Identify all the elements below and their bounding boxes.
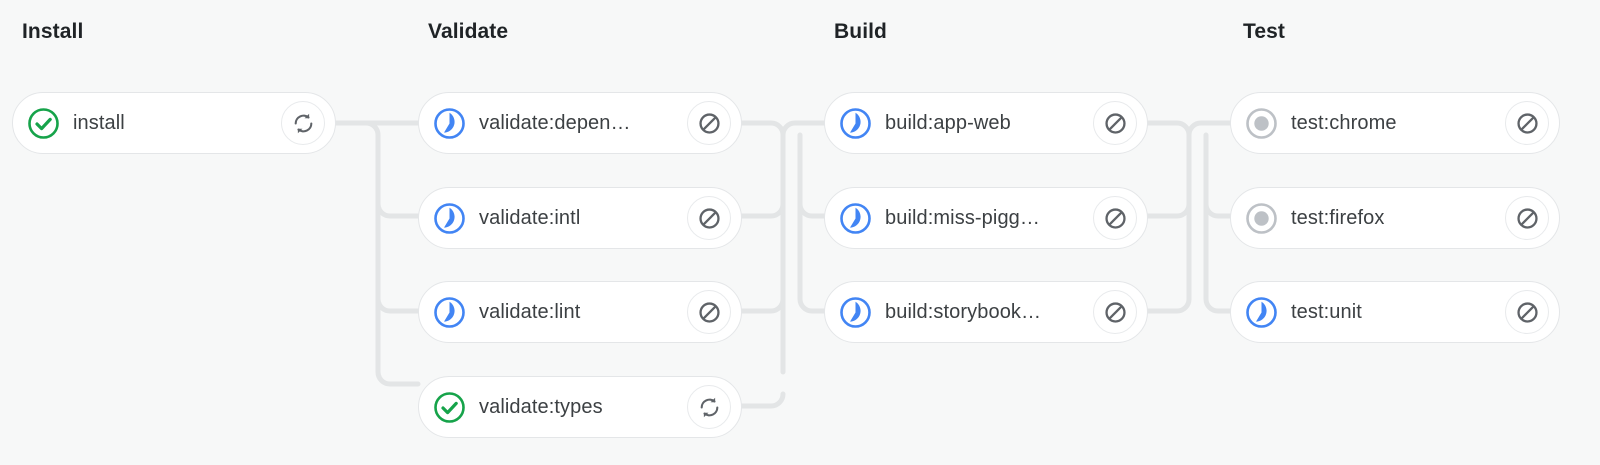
- cancel-button[interactable]: [1093, 101, 1137, 145]
- block-icon: [1104, 207, 1126, 229]
- block-icon: [1104, 112, 1126, 134]
- pipeline-node-validate-dependencies[interactable]: validate:depen…: [418, 92, 742, 154]
- cancel-button[interactable]: [1505, 196, 1549, 240]
- restart-button[interactable]: [687, 385, 731, 429]
- pipeline-node-validate-intl[interactable]: validate:intl: [418, 187, 742, 249]
- block-icon: [698, 301, 720, 323]
- progress-pie-icon: [839, 202, 872, 235]
- refresh-icon: [294, 113, 312, 133]
- pipeline-node-label: validate:lint: [479, 300, 581, 323]
- cancel-button[interactable]: [1505, 290, 1549, 334]
- progress-pie-icon: [839, 107, 872, 140]
- pipeline-node-build-miss-piggy[interactable]: build:miss-pigg…: [824, 187, 1148, 249]
- pipeline-node-label: install: [73, 111, 125, 134]
- column-header-validate: Validate: [428, 20, 509, 43]
- refresh-icon: [700, 397, 718, 417]
- pipeline-node-build-storybook[interactable]: build:storybook…: [824, 281, 1148, 343]
- pipeline-node-validate-lint[interactable]: validate:lint: [418, 281, 742, 343]
- block-icon: [1516, 301, 1538, 323]
- pipeline-node-test-unit[interactable]: test:unit: [1230, 281, 1560, 343]
- column-header-build: Build: [834, 20, 887, 43]
- cancel-button[interactable]: [687, 196, 731, 240]
- cancel-button[interactable]: [1505, 101, 1549, 145]
- pipeline-node-label: build:storybook…: [885, 300, 1042, 323]
- cancel-button[interactable]: [687, 101, 731, 145]
- pipeline-node-label: test:firefox: [1291, 206, 1385, 229]
- pipeline-node-build-app-web[interactable]: build:app-web: [824, 92, 1148, 154]
- block-icon: [1104, 301, 1126, 323]
- column-header-install: Install: [22, 20, 84, 43]
- pipeline-node-label: validate:types: [479, 395, 603, 418]
- cancel-button[interactable]: [1093, 290, 1137, 334]
- progress-pie-icon: [433, 202, 466, 235]
- cancel-button[interactable]: [1093, 196, 1137, 240]
- progress-pie-icon: [433, 296, 466, 329]
- progress-pie-icon: [839, 296, 872, 329]
- pipeline-node-test-chrome[interactable]: test:chrome: [1230, 92, 1560, 154]
- pipeline-node-label: validate:depen…: [479, 111, 631, 134]
- block-icon: [698, 112, 720, 134]
- block-icon: [698, 207, 720, 229]
- pipeline-node-test-firefox[interactable]: test:firefox: [1230, 187, 1560, 249]
- progress-pie-icon: [433, 107, 466, 140]
- block-icon: [1516, 207, 1538, 229]
- pipeline-node-label: test:unit: [1291, 300, 1362, 323]
- block-icon: [1516, 112, 1538, 134]
- pipeline-node-label: build:app-web: [885, 111, 1011, 134]
- pipeline-node-label: validate:intl: [479, 206, 581, 229]
- pipeline-node-label: build:miss-pigg…: [885, 206, 1040, 229]
- pending-dot-icon: [1245, 107, 1278, 140]
- restart-button[interactable]: [281, 101, 325, 145]
- pipeline-node-install[interactable]: install: [12, 92, 336, 154]
- progress-pie-icon: [1245, 296, 1278, 329]
- cancel-button[interactable]: [687, 290, 731, 334]
- column-header-test: Test: [1243, 20, 1286, 43]
- pipeline-node-validate-types[interactable]: validate:types: [418, 376, 742, 438]
- pending-dot-icon: [1245, 202, 1278, 235]
- check-circle-icon: [27, 107, 60, 140]
- check-circle-icon: [433, 391, 466, 424]
- pipeline-node-label: test:chrome: [1291, 111, 1397, 134]
